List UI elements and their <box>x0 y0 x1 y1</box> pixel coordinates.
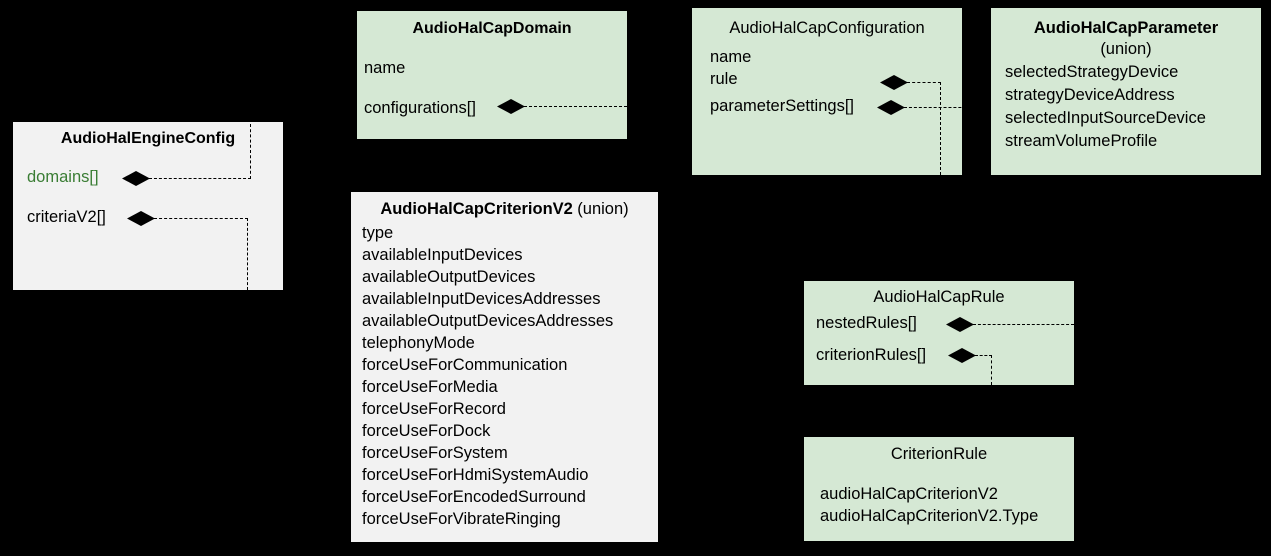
class-title-audio-hal-cap-criterion-v2: AudioHalCapCriterionV2 <box>380 200 573 218</box>
connector-configurations-horizontal <box>524 106 692 107</box>
class-title-row-audio-hal-cap-criterion-v2: AudioHalCapCriterionV2 (union) <box>351 200 658 219</box>
attribute-domains: domains[] <box>27 168 99 186</box>
class-box-audio-hal-cap-configuration[interactable]: AudioHalCapConfiguration name rule param… <box>692 8 962 175</box>
attribute-configurations: configurations[] <box>364 99 476 117</box>
connector-nested-rules-horizontal <box>973 324 1074 325</box>
attribute-available-output-devices-addresses: availableOutputDevicesAddresses <box>362 312 614 330</box>
class-box-audio-hal-cap-domain[interactable]: AudioHalCapDomain name configurations[] <box>357 11 627 139</box>
composition-diamond-parameter-settings <box>877 100 905 115</box>
connector-rule-vertical <box>940 82 941 175</box>
attribute-selected-strategy-device: selectedStrategyDevice <box>1005 63 1179 81</box>
composition-diamond-rule <box>880 75 908 90</box>
attribute-available-output-devices: availableOutputDevices <box>362 268 536 286</box>
class-box-audio-hal-engine-config[interactable]: AudioHalEngineConfig domains[] criteriaV… <box>13 122 283 290</box>
class-box-audio-hal-cap-parameter[interactable]: AudioHalCapParameter (union) selectedStr… <box>991 8 1261 175</box>
attribute-force-use-for-communication: forceUseForCommunication <box>362 356 568 374</box>
class-box-criterion-rule[interactable]: CriterionRule audioHalCapCriterionV2 aud… <box>804 437 1074 541</box>
attribute-type: type <box>362 224 394 242</box>
attribute-force-use-for-hdmi-system-audio: forceUseForHdmiSystemAudio <box>362 466 589 484</box>
attribute-criteria-v2: criteriaV2[] <box>27 208 106 226</box>
class-box-audio-hal-cap-rule[interactable]: AudioHalCapRule nestedRules[] criterionR… <box>804 281 1074 385</box>
connector-criterion-rules-vertical <box>991 355 992 385</box>
class-title-audio-hal-cap-configuration: AudioHalCapConfiguration <box>729 19 925 37</box>
attribute-rule: rule <box>710 70 738 88</box>
class-title-audio-hal-cap-parameter: AudioHalCapParameter <box>1033 19 1219 37</box>
attribute-force-use-for-media: forceUseForMedia <box>362 378 498 396</box>
attribute-parameter-settings: parameterSettings[] <box>710 97 854 115</box>
class-subtitle-union: (union) <box>577 200 629 218</box>
attribute-criterion-rules: criterionRules[] <box>816 346 927 364</box>
connector-criteria-vertical <box>247 218 248 290</box>
attribute-telephony-mode: telephonyMode <box>362 334 475 352</box>
connector-rule-horizontal <box>907 82 941 83</box>
attribute-stream-volume-profile: streamVolumeProfile <box>1005 132 1158 150</box>
composition-diamond-domains <box>122 171 150 186</box>
attribute-force-use-for-vibrate-ringing: forceUseForVibrateRinging <box>362 510 561 528</box>
attribute-strategy-device-address: strategyDeviceAddress <box>1005 86 1175 104</box>
attribute-force-use-for-system: forceUseForSystem <box>362 444 508 462</box>
class-title-criterion-rule: CriterionRule <box>890 445 988 463</box>
composition-diamond-configurations <box>497 99 525 114</box>
class-title-audio-hal-cap-rule: AudioHalCapRule <box>873 288 1005 306</box>
connector-parameter-settings-horizontal <box>904 107 991 108</box>
attribute-force-use-for-record: forceUseForRecord <box>362 400 506 418</box>
connector-domains-horizontal <box>149 178 251 179</box>
connector-criterion-rules-horizontal <box>975 355 992 356</box>
attribute-name: name <box>364 59 406 77</box>
class-subtitle-union: (union) <box>1100 40 1152 58</box>
class-box-audio-hal-cap-criterion-v2[interactable]: AudioHalCapCriterionV2 (union) type avai… <box>351 192 658 542</box>
attribute-audio-hal-cap-criterion-v2: audioHalCapCriterionV2 <box>820 485 998 503</box>
class-title-audio-hal-cap-domain: AudioHalCapDomain <box>412 20 572 37</box>
composition-diamond-criteria-v2 <box>127 211 155 226</box>
attribute-force-use-for-dock: forceUseForDock <box>362 422 491 440</box>
connector-domains-vertical <box>250 124 251 179</box>
attribute-audio-hal-cap-criterion-v2-type: audioHalCapCriterionV2.Type <box>820 507 1039 525</box>
class-title-audio-hal-engine-config: AudioHalEngineConfig <box>60 130 236 147</box>
attribute-force-use-for-encoded-surround: forceUseForEncodedSurround <box>362 488 586 506</box>
attribute-available-input-devices: availableInputDevices <box>362 246 523 264</box>
attribute-available-input-devices-addresses: availableInputDevicesAddresses <box>362 290 601 308</box>
attribute-name: name <box>710 48 752 66</box>
composition-diamond-criterion-rules <box>948 348 976 363</box>
attribute-selected-input-source-device: selectedInputSourceDevice <box>1005 109 1206 127</box>
attribute-nested-rules: nestedRules[] <box>816 314 917 332</box>
connector-criteria-horizontal <box>154 218 248 219</box>
composition-diamond-nested-rules <box>946 317 974 332</box>
